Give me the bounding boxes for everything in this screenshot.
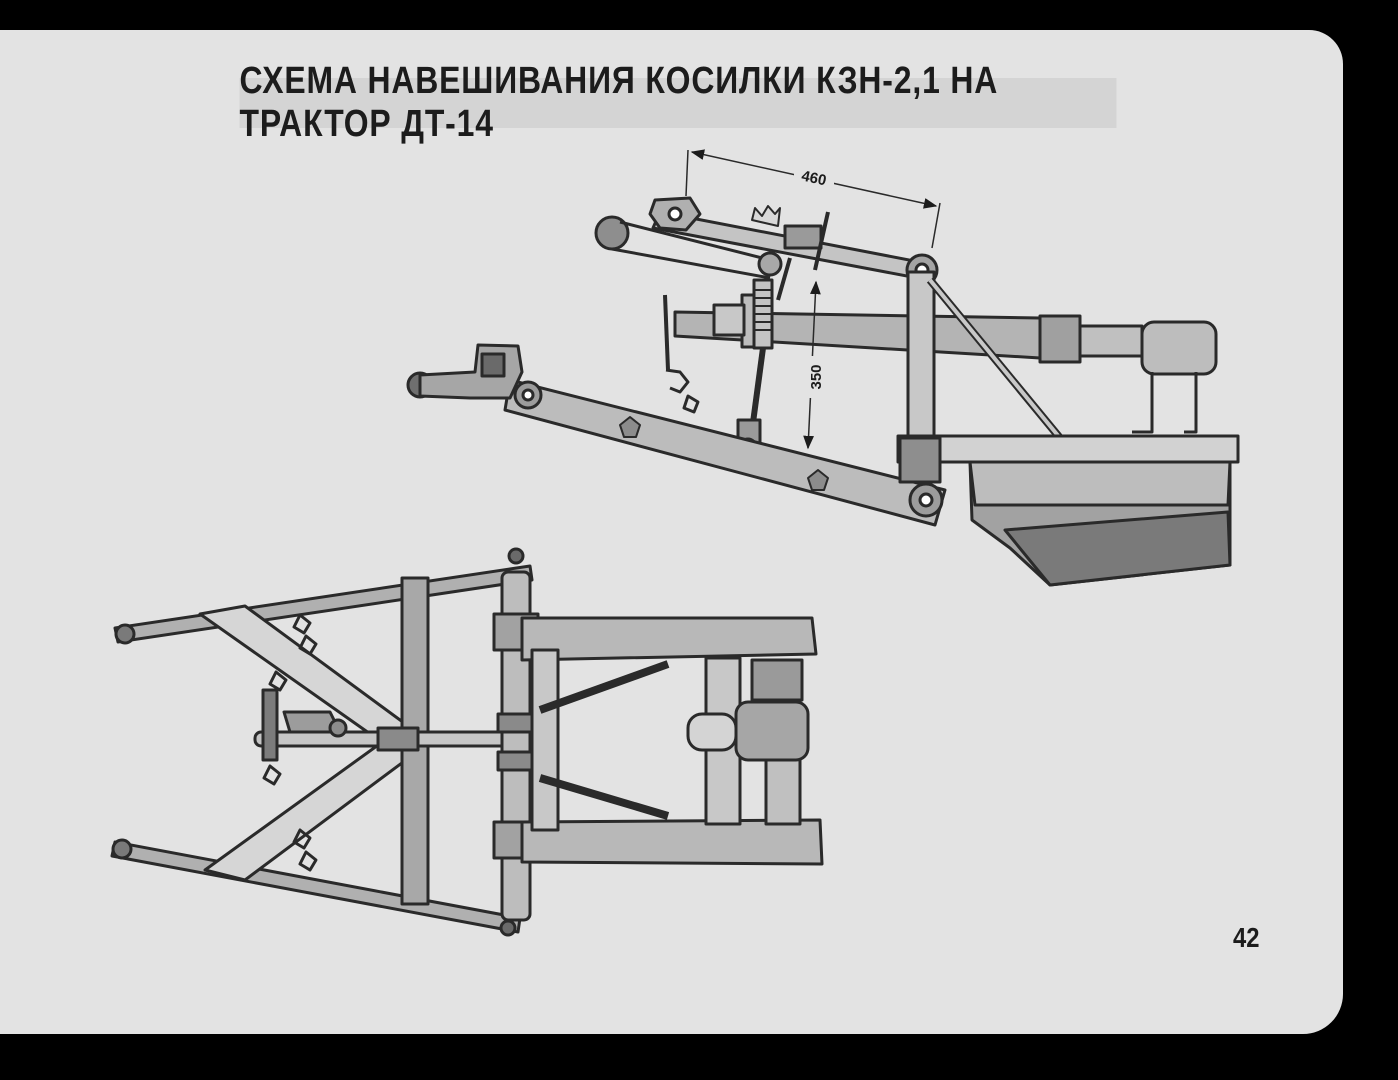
hitch	[406, 343, 524, 400]
dimension-label-460: 460	[800, 168, 828, 190]
cutter-box	[896, 434, 1240, 587]
lower-beam	[503, 378, 947, 527]
side-view: 460 350	[406, 149, 1240, 587]
top-view	[110, 547, 824, 937]
page-number: 42	[1233, 922, 1260, 953]
chain-bracket	[663, 294, 700, 414]
v-frame	[110, 564, 534, 934]
center-rod	[253, 688, 532, 762]
chains	[262, 613, 318, 872]
dimension-350: 350	[800, 280, 825, 450]
frame	[906, 270, 1064, 444]
mower-frame	[520, 616, 824, 866]
gearbox-top	[686, 700, 810, 762]
dimension-460: 460	[685, 149, 941, 249]
gearbox	[1132, 320, 1218, 434]
dimension-label-350: 350	[808, 364, 825, 389]
